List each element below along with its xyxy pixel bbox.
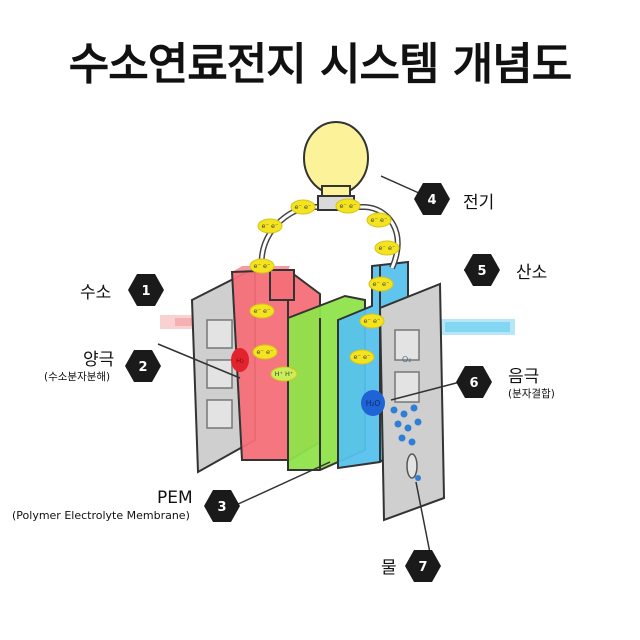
hydrogen-molecule: H₂ (231, 348, 249, 372)
electron-label: e⁻ e⁻ (295, 203, 312, 211)
label-oxygen: 산소 (516, 263, 548, 283)
label-pem: PEM (157, 488, 193, 508)
badge-1-number: 1 (141, 284, 150, 299)
badge-1-icon (128, 274, 164, 306)
electron-dots (249, 198, 400, 382)
electron-label: e⁻ e⁻ (262, 222, 279, 230)
badge-4-icon (414, 183, 450, 215)
electron-label: e⁻ e⁻ (254, 262, 271, 270)
electron-label: e⁻ e⁻ (340, 202, 357, 210)
badge-5-icon (464, 254, 500, 286)
label-pem-sub: (Polymer Electrolyte Membrane) (12, 509, 190, 522)
label-anode: 양극 (83, 350, 115, 370)
page-title: 수소연료전지 시스템 개념도 (68, 39, 572, 90)
h2-label: H₂ (236, 357, 244, 365)
badge-3-icon (204, 490, 240, 522)
right-end-plate (378, 282, 446, 522)
proton-label: H⁺ H⁺ (275, 370, 294, 378)
badge-6-icon (456, 366, 492, 398)
badge-2-icon (125, 350, 161, 382)
label-electricity: 전기 (463, 193, 495, 213)
h2o-label: H₂O (366, 399, 381, 408)
badge-5-number: 5 (477, 264, 486, 279)
electron-label: e⁻ e⁻ (379, 244, 396, 252)
badge-7-icon (405, 550, 441, 582)
label-cathode: 음극 (508, 367, 540, 387)
badge-7-number: 7 (418, 560, 427, 575)
label-hydrogen: 수소 (80, 283, 112, 303)
electron-label: e⁻ e⁻ (354, 353, 371, 361)
badge-4-number: 4 (427, 193, 436, 208)
oxygen-stream (435, 319, 515, 335)
label-water: 물 (381, 558, 397, 578)
electron-label: e⁻ e⁻ (257, 348, 274, 356)
water-molecule: H₂O (361, 390, 385, 416)
electron-label: e⁻ e⁻ (254, 307, 271, 315)
electron-label: e⁻ e⁻ (364, 317, 381, 325)
electron-label: e⁻ e⁻ (371, 216, 388, 224)
badge-2-number: 2 (138, 360, 147, 375)
badge-3-number: 3 (217, 500, 226, 515)
electron-label: e⁻ e⁻ (373, 280, 390, 288)
label-anode-sub: (수소분자분해) (44, 371, 111, 383)
label-cathode-sub: (분자결합) (508, 388, 555, 400)
o2-label: O₂ (402, 355, 412, 364)
badge-6-number: 6 (469, 376, 478, 391)
